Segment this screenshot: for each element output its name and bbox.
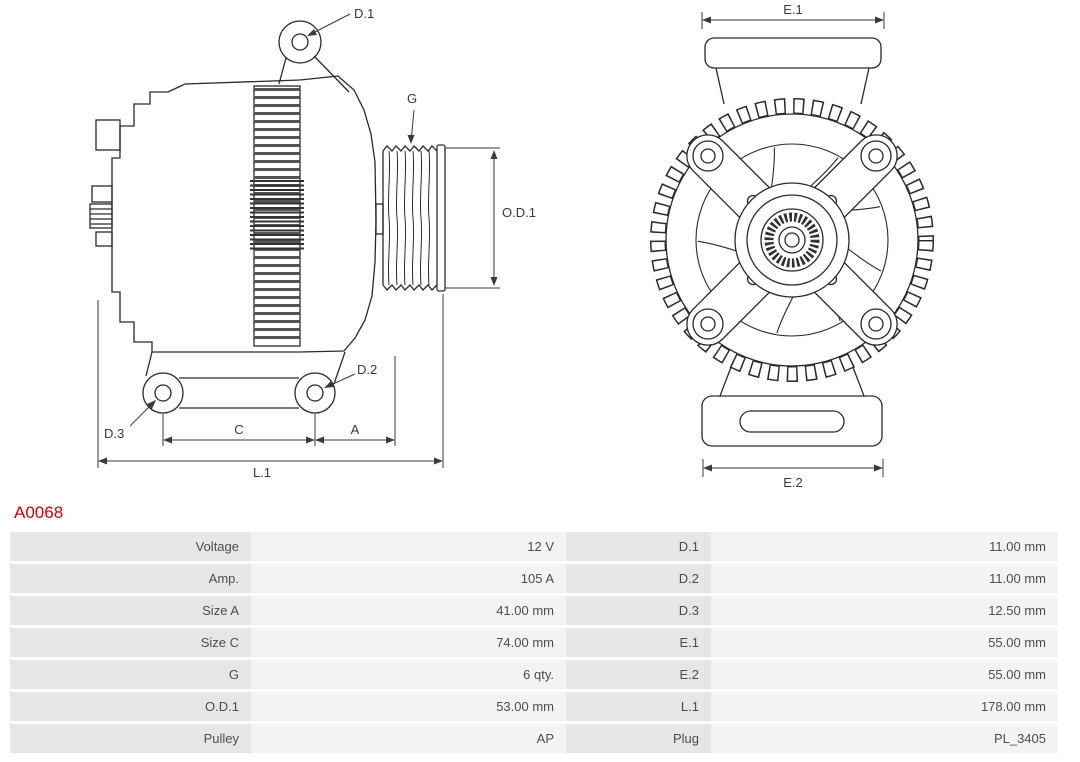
- dim-label-c: C: [234, 422, 243, 437]
- dim-label-l1: L.1: [253, 465, 271, 480]
- spec-row: O.D.1 53.00 mm L.1 178.00 mm: [10, 692, 1058, 721]
- front-view-drawing: [650, 37, 934, 447]
- spec-value: 55.00 mm: [711, 628, 1058, 657]
- spec-value: 41.00 mm: [251, 596, 566, 625]
- side-view-labels: D.1 G O.D.1 D.2 D.3 C A L.1: [104, 6, 536, 480]
- dim-label-d2: D.2: [357, 362, 377, 377]
- bottom-bracket-slot: [739, 410, 845, 433]
- spec-table: Voltage 12 V D.1 11.00 mm Amp. 105 A D.2…: [10, 529, 1058, 756]
- spec-value: 55.00 mm: [711, 660, 1058, 689]
- right-mount-lug: [294, 372, 336, 414]
- spec-label: D.2: [566, 564, 711, 593]
- dim-label-d1: D.1: [354, 6, 374, 21]
- spec-value: 6 qty.: [251, 660, 566, 689]
- spec-label: Amp.: [10, 564, 251, 593]
- spec-row: Size A 41.00 mm D.3 12.50 mm: [10, 596, 1058, 625]
- spec-label: Pulley: [10, 724, 251, 753]
- dim-label-a: A: [351, 422, 360, 437]
- front-view-dimension-lines: [701, 12, 885, 477]
- side-view-drawing: [89, 20, 446, 414]
- spec-row: G 6 qty. E.2 55.00 mm: [10, 660, 1058, 689]
- dim-label-e2: E.2: [783, 475, 803, 490]
- spec-label: Plug: [566, 724, 711, 753]
- dim-label-od1: O.D.1: [502, 205, 536, 220]
- top-bracket: [704, 37, 882, 69]
- top-mount-hole: [278, 20, 322, 64]
- spec-value: 11.00 mm: [711, 564, 1058, 593]
- spec-label: D.3: [566, 596, 711, 625]
- technical-diagram: D.1 G O.D.1 D.2 D.3 C A L.1: [89, 2, 934, 490]
- side-view-arrowheads: [98, 29, 498, 465]
- left-mount-lug: [142, 372, 184, 414]
- spec-label: G: [10, 660, 251, 689]
- spec-label: L.1: [566, 692, 711, 721]
- bottom-bracket: [701, 395, 883, 447]
- spec-value: PL_3405: [711, 724, 1058, 753]
- spec-value: 11.00 mm: [711, 532, 1058, 561]
- spec-value: 105 A: [251, 564, 566, 593]
- spec-value: 12 V: [251, 532, 566, 561]
- spec-label: Size C: [10, 628, 251, 657]
- spec-label: E.1: [566, 628, 711, 657]
- spec-value: 12.50 mm: [711, 596, 1058, 625]
- spec-value: 74.00 mm: [251, 628, 566, 657]
- spec-label: D.1: [566, 532, 711, 561]
- spec-row: Size C 74.00 mm E.1 55.00 mm: [10, 628, 1058, 657]
- spec-value: 178.00 mm: [711, 692, 1058, 721]
- front-view-arrowheads: [702, 16, 884, 472]
- spec-label: O.D.1: [10, 692, 251, 721]
- dim-label-g: G: [407, 91, 417, 106]
- spec-row: Voltage 12 V D.1 11.00 mm: [10, 532, 1058, 561]
- spec-value: AP: [251, 724, 566, 753]
- part-number: A0068: [14, 503, 64, 522]
- spec-row: Amp. 105 A D.2 11.00 mm: [10, 564, 1058, 593]
- dim-label-e1: E.1: [783, 2, 803, 17]
- spec-label: Voltage: [10, 532, 251, 561]
- spec-label: Size A: [10, 596, 251, 625]
- spec-row: Pulley AP Plug PL_3405: [10, 724, 1058, 753]
- dim-label-d3: D.3: [104, 426, 124, 441]
- front-view-labels: E.1 E.2: [783, 2, 803, 490]
- pulley-flange: [436, 144, 446, 292]
- spec-value: 53.00 mm: [251, 692, 566, 721]
- spec-label: E.2: [566, 660, 711, 689]
